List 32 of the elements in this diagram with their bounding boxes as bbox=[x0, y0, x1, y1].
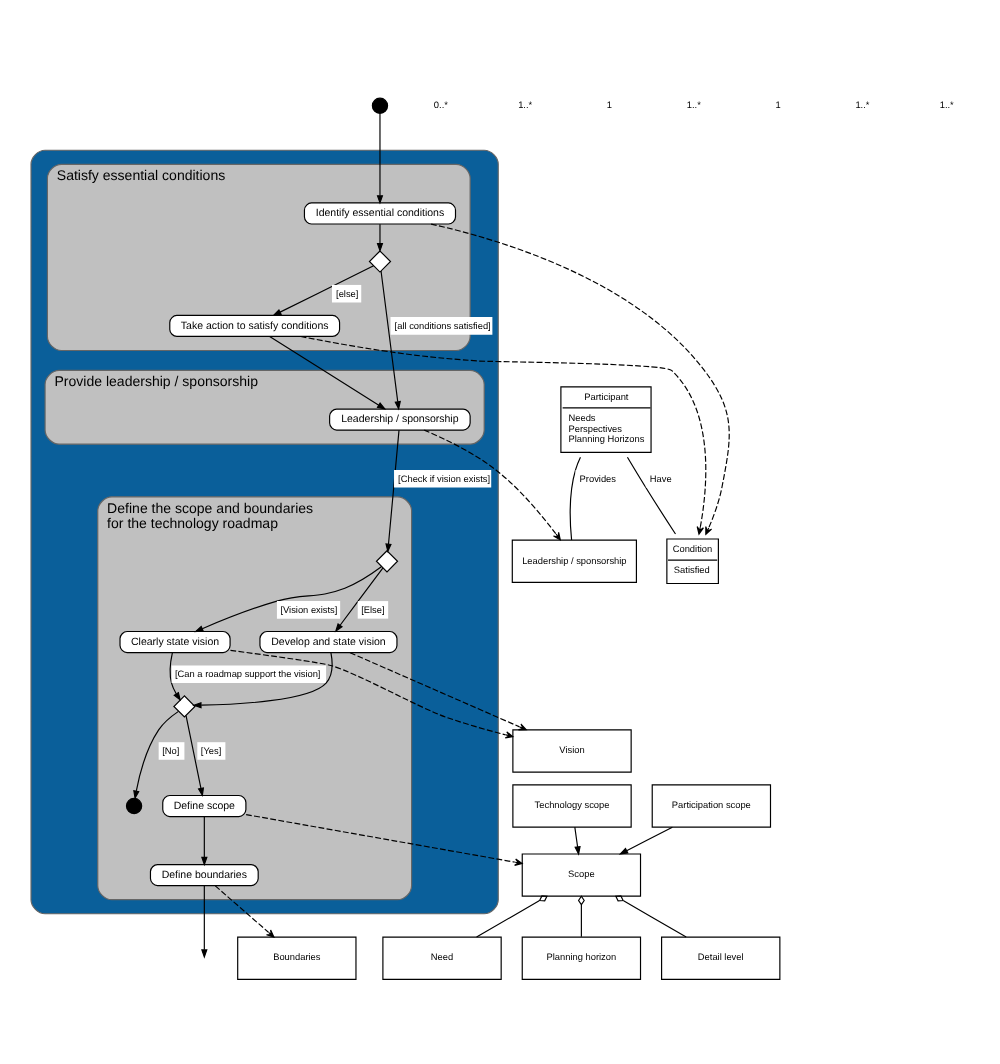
arrow bbox=[349, 652, 527, 731]
arrow bbox=[201, 885, 208, 959]
arrow bbox=[229, 649, 514, 739]
arrow bbox=[194, 566, 382, 633]
arrow bbox=[185, 715, 205, 798]
node-circle bbox=[125, 797, 143, 815]
arrow bbox=[376, 223, 384, 253]
connector bbox=[577, 895, 585, 938]
arrow bbox=[618, 826, 673, 855]
arrow bbox=[272, 265, 375, 317]
cluster bbox=[30, 149, 499, 915]
arrow bbox=[214, 885, 275, 938]
arrow bbox=[201, 816, 208, 867]
arrow bbox=[376, 112, 384, 205]
arrow bbox=[385, 429, 400, 553]
node-diamond bbox=[368, 250, 392, 273]
arrow bbox=[245, 814, 523, 866]
arrow bbox=[574, 826, 581, 856]
connector bbox=[614, 895, 687, 938]
arrow bbox=[169, 652, 182, 702]
arrow bbox=[380, 270, 401, 411]
arrow bbox=[133, 710, 180, 800]
arrow bbox=[334, 567, 384, 633]
connector bbox=[569, 456, 582, 541]
node-diamond bbox=[375, 549, 399, 573]
arrow bbox=[192, 652, 333, 709]
node-circle bbox=[371, 97, 389, 114]
node-diamond bbox=[173, 695, 196, 718]
arrow bbox=[300, 335, 707, 535]
arrow bbox=[430, 223, 730, 535]
arrow bbox=[269, 335, 387, 410]
arrow bbox=[423, 429, 561, 541]
